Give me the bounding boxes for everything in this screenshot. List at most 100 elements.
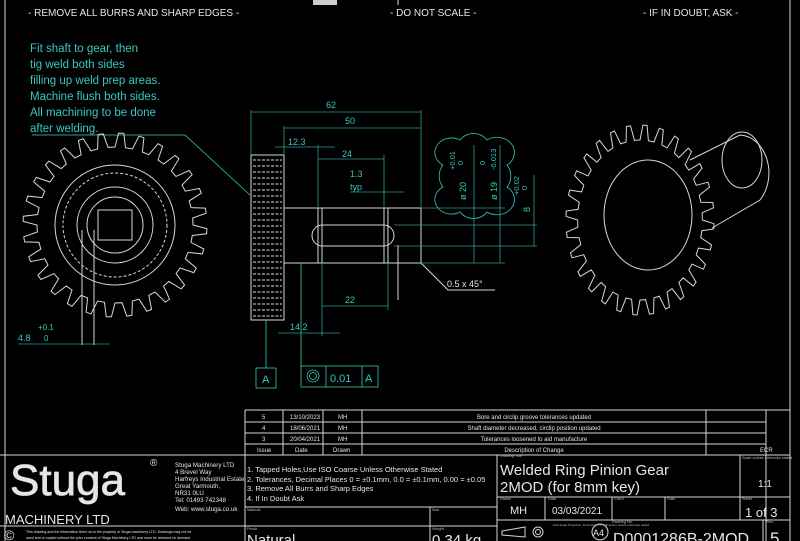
svg-text:A: A bbox=[365, 373, 373, 385]
dim-typ: typ bbox=[350, 182, 362, 192]
svg-text:Date: Date bbox=[295, 448, 308, 454]
svg-text:5: 5 bbox=[262, 415, 266, 421]
svg-text:Machine flush both sides.: Machine flush both sides. bbox=[30, 91, 160, 103]
dim-50: 50 bbox=[345, 116, 355, 126]
dim-12-3: 12.3 bbox=[288, 137, 306, 147]
svg-text:+0.02: +0.02 bbox=[512, 176, 521, 195]
general-notes: 1. Tapped Holes,Use ISO Coarse Unless Ot… bbox=[247, 465, 485, 503]
svg-text:A4: A4 bbox=[593, 528, 604, 538]
weld-notes: Fit shaft to gear, then tig weld both si… bbox=[30, 43, 160, 135]
svg-text:after welding.: after welding. bbox=[30, 123, 98, 135]
svg-text:Drawing No.: Drawing No. bbox=[612, 520, 633, 524]
svg-text:Stuga Machinery LTD: Stuga Machinery LTD bbox=[175, 462, 235, 469]
dim-14-2: 14.2 bbox=[290, 322, 308, 332]
company-logo: Stuga bbox=[10, 456, 126, 505]
svg-text:A: A bbox=[262, 374, 270, 386]
concentricity-icon bbox=[306, 369, 320, 383]
svg-text:Drawn: Drawn bbox=[333, 448, 350, 454]
dim-22: 22 bbox=[345, 295, 355, 305]
svg-text:All machining to be done: All machining to be done bbox=[30, 107, 156, 119]
drawing-subtitle: 2MOD (for 8mm key) bbox=[500, 479, 640, 496]
concentricity-frame bbox=[300, 365, 379, 388]
copyright-icon: © bbox=[4, 527, 15, 541]
header-note-center: - DO NOT SCALE - bbox=[390, 8, 477, 19]
paper-size-badge bbox=[591, 523, 609, 541]
svg-text:ECR: ECR bbox=[760, 448, 773, 454]
note-leader bbox=[32, 134, 251, 196]
svg-text:®: ® bbox=[150, 458, 158, 469]
sheet-marker bbox=[313, 0, 337, 5]
svg-text:20/04/2021: 20/04/2021 bbox=[290, 437, 321, 443]
revision-header: Issue Date Drawn Description of Change ECR bbox=[257, 448, 773, 454]
gear-side-view bbox=[250, 154, 422, 321]
title-block: Drawing Title Scale unless otherwise sta… bbox=[497, 454, 792, 541]
gear-isometric-view bbox=[565, 124, 770, 316]
company-block: Stuga ® MACHINERY LTD Stuga Machinery LT… bbox=[0, 456, 245, 541]
svg-text:-0.013: -0.013 bbox=[489, 149, 498, 170]
dim-62: 62 bbox=[326, 100, 336, 110]
svg-text:0.01: 0.01 bbox=[330, 373, 351, 385]
svg-text:Scale unless otherwise stated: Scale unless otherwise stated bbox=[742, 456, 792, 460]
svg-text:tig weld both sides: tig weld both sides bbox=[30, 59, 125, 71]
svg-text:0: 0 bbox=[478, 161, 487, 165]
svg-text:0: 0 bbox=[520, 186, 529, 190]
svg-text:13/10/2023: 13/10/2023 bbox=[290, 415, 321, 421]
drawing-number: D0001286B-2MOD bbox=[613, 531, 749, 541]
svg-text:NR31 0LU: NR31 0LU bbox=[175, 490, 204, 497]
svg-text:Shaft diameter decreased, circ: Shaft diameter decreased, circlip positi… bbox=[467, 426, 600, 432]
svg-text:First Angle Projection. Dimens: First Angle Projection. Dimensions in mi… bbox=[553, 523, 650, 527]
drawing-title: Welded Ring Pinion Gear bbox=[500, 462, 669, 479]
svg-text:Drawing Title: Drawing Title bbox=[500, 454, 522, 458]
shaft-diameter: ø 19 bbox=[489, 182, 499, 200]
svg-text:+0.01: +0.01 bbox=[448, 151, 457, 170]
svg-text:Description of Change: Description of Change bbox=[504, 448, 564, 454]
keyway-dimension: 4.8 bbox=[18, 333, 31, 343]
projection-icon bbox=[501, 526, 526, 538]
svg-text:+0.1: +0.1 bbox=[38, 323, 54, 332]
svg-text:used lent or copied without th: used lent or copied without the prior co… bbox=[26, 536, 190, 540]
svg-text:Weight: Weight bbox=[432, 527, 445, 531]
key-dimension: 8 bbox=[522, 207, 532, 212]
svg-text:Rev.: Rev. bbox=[766, 520, 774, 524]
svg-text:Date: Date bbox=[667, 497, 675, 501]
svg-text:3. Remove All Burrs and Sharp: 3. Remove All Burrs and Sharp Edges bbox=[247, 484, 374, 493]
drawn-by: MH bbox=[510, 505, 527, 517]
svg-text:Material: Material bbox=[247, 508, 261, 512]
svg-text:4. If In Doubt Ask: 4. If In Doubt Ask bbox=[247, 494, 304, 503]
company-subtitle: MACHINERY LTD bbox=[5, 512, 110, 527]
gear-front-view bbox=[22, 132, 208, 345]
svg-text:MH: MH bbox=[338, 426, 347, 432]
company-web: Web: www.stuga.co.uk bbox=[175, 506, 238, 513]
svg-text:Issue: Issue bbox=[257, 448, 272, 454]
svg-text:0: 0 bbox=[44, 334, 49, 343]
svg-text:MH: MH bbox=[338, 415, 347, 421]
sheet-number: 1 of 3 bbox=[745, 505, 778, 520]
svg-text:Harfreys Industrial Estate: Harfreys Industrial Estate bbox=[175, 476, 245, 483]
scale-value: 1:1 bbox=[758, 479, 772, 490]
svg-text:Drawn: Drawn bbox=[500, 497, 511, 501]
svg-text:Size: Size bbox=[432, 508, 439, 512]
weight-value: 0.34 kg bbox=[432, 532, 481, 541]
dim-24: 24 bbox=[342, 149, 352, 159]
svg-text:filling up weld prep areas.: filling up weld prep areas. bbox=[30, 75, 160, 87]
keyway-slot bbox=[311, 224, 395, 247]
datum-box bbox=[255, 367, 277, 389]
svg-text:Fit shaft to gear, then: Fit shaft to gear, then bbox=[30, 43, 138, 55]
svg-text:MH: MH bbox=[338, 437, 347, 443]
svg-text:18/06/2021: 18/06/2021 bbox=[290, 426, 321, 432]
header-note-left: - REMOVE ALL BURRS AND SHARP EDGES - bbox=[28, 8, 239, 19]
svg-text:4: 4 bbox=[262, 426, 266, 432]
header-note-right: - IF IN DOUBT, ASK - bbox=[643, 8, 739, 19]
svg-text:Great Yarmouth,: Great Yarmouth, bbox=[175, 483, 220, 490]
svg-text:Tel: 01493 742348: Tel: 01493 742348 bbox=[175, 497, 226, 504]
dim-1-3: 1.3 bbox=[350, 169, 363, 179]
revision-row: 4 18/06/2021 MH Shaft diameter decreased, c… bbox=[262, 426, 601, 432]
svg-text:4 Brevel Way: 4 Brevel Way bbox=[175, 469, 212, 476]
shaft-cross-section: ø 20 +0.01 0 ø 19 0 -0.013 8 +0.02 0 bbox=[394, 133, 537, 264]
svg-text:3: 3 bbox=[262, 437, 266, 443]
svg-text:Date: Date bbox=[548, 497, 556, 501]
